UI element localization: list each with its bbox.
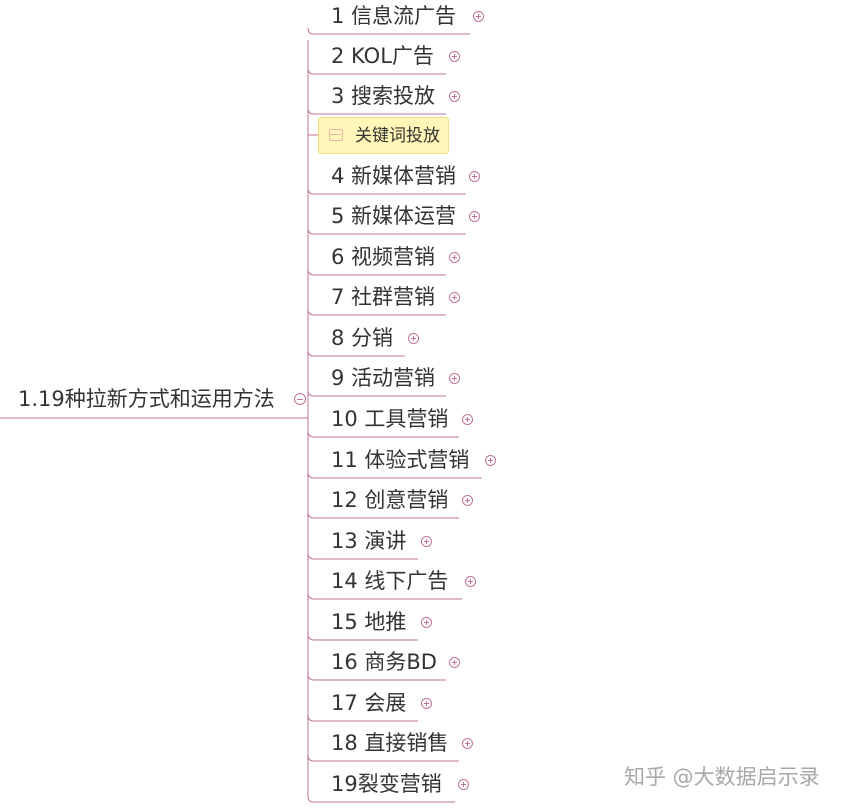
branch-underline <box>307 389 446 397</box>
note-icon <box>329 129 343 141</box>
expand-plus-icon[interactable] <box>465 576 476 587</box>
branch-node-label[interactable]: 16 商务BD <box>331 650 437 674</box>
branch-underline <box>307 754 459 762</box>
branch-node-label[interactable]: 1 信息流广告 <box>331 4 457 28</box>
branch-underline <box>307 27 470 35</box>
expand-plus-icon[interactable] <box>462 495 473 506</box>
expand-plus-icon[interactable] <box>449 657 460 668</box>
collapse-icon[interactable] <box>294 393 306 405</box>
branch-underline <box>307 552 418 560</box>
expand-plus-icon[interactable] <box>449 292 460 303</box>
branch-node-label[interactable]: 9 活动营销 <box>331 366 436 390</box>
branch-node-label[interactable]: 4 新媒体营销 <box>331 164 457 188</box>
root-node-label[interactable]: 1.19种拉新方式和运用方法 <box>18 387 275 411</box>
expand-plus-icon[interactable] <box>485 455 496 466</box>
branch-node-label[interactable]: 11 体验式营销 <box>331 448 470 472</box>
branch-node-label[interactable]: 7 社群营销 <box>331 285 436 309</box>
branch-node-label[interactable]: 8 分销 <box>331 326 394 350</box>
branch-underline <box>307 714 418 722</box>
branch-underline <box>307 673 446 681</box>
expand-plus-icon[interactable] <box>473 11 484 22</box>
expand-plus-icon[interactable] <box>408 333 419 344</box>
branch-underline <box>307 227 466 235</box>
sub-node-keyword-ads[interactable]: 关键词投放 <box>318 117 449 154</box>
expand-plus-icon[interactable] <box>469 171 480 182</box>
branch-node-label[interactable]: 14 线下广告 <box>331 569 449 593</box>
branch-underline <box>307 268 446 276</box>
branch-underline <box>307 67 446 75</box>
expand-plus-icon[interactable] <box>458 779 469 790</box>
branch-underline <box>307 349 405 357</box>
branch-underline <box>307 592 462 600</box>
expand-plus-icon[interactable] <box>449 373 460 384</box>
expand-plus-icon[interactable] <box>449 91 460 102</box>
branch-node-label[interactable]: 13 演讲 <box>331 529 407 553</box>
expand-plus-icon[interactable] <box>462 738 473 749</box>
expand-plus-icon[interactable] <box>469 211 480 222</box>
branch-node-label[interactable]: 3 搜索投放 <box>331 84 436 108</box>
expand-plus-icon[interactable] <box>421 617 432 628</box>
branch-underline <box>307 795 455 803</box>
branch-underline <box>307 187 466 195</box>
expand-plus-icon[interactable] <box>421 698 432 709</box>
branch-underline <box>307 107 446 115</box>
branch-node-label[interactable]: 18 直接销售 <box>331 731 449 755</box>
branch-node-label[interactable]: 10 工具营销 <box>331 407 449 431</box>
sub-node-label: 关键词投放 <box>355 126 440 146</box>
branch-underline <box>307 308 446 316</box>
branch-underline <box>307 511 459 519</box>
branch-underline <box>307 633 418 641</box>
branch-underline <box>307 430 459 438</box>
expand-plus-icon[interactable] <box>421 536 432 547</box>
branch-underline <box>307 471 482 479</box>
branch-node-label[interactable]: 5 新媒体运营 <box>331 204 457 228</box>
branch-node-label[interactable]: 6 视频营销 <box>331 245 436 269</box>
expand-plus-icon[interactable] <box>449 51 460 62</box>
branch-node-label[interactable]: 15 地推 <box>331 610 407 634</box>
branch-node-label[interactable]: 17 会展 <box>331 691 407 715</box>
watermark: 知乎 @大数据启示录 <box>624 763 820 791</box>
expand-plus-icon[interactable] <box>462 414 473 425</box>
watermark-text: 知乎 @大数据启示录 <box>624 765 820 789</box>
branch-node-label[interactable]: 12 创意营销 <box>331 488 449 512</box>
expand-plus-icon[interactable] <box>449 252 460 263</box>
branch-node-label[interactable]: 2 KOL广告 <box>331 44 434 68</box>
branch-node-label[interactable]: 19裂变营销 <box>331 772 442 796</box>
